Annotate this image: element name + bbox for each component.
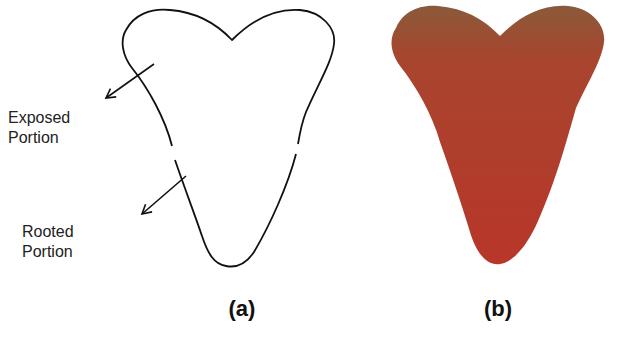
leader-arrow [106,64,154,98]
panel-label: (a) [229,296,256,322]
exposed-outline [123,10,335,146]
part-label: Exposed Portion [8,108,84,148]
part-label: Rooted Portion [22,222,98,262]
colored-tooth [391,6,604,264]
leader-arrow [142,176,186,214]
rooted-outline [175,154,296,266]
panel-label: (b) [484,296,512,322]
